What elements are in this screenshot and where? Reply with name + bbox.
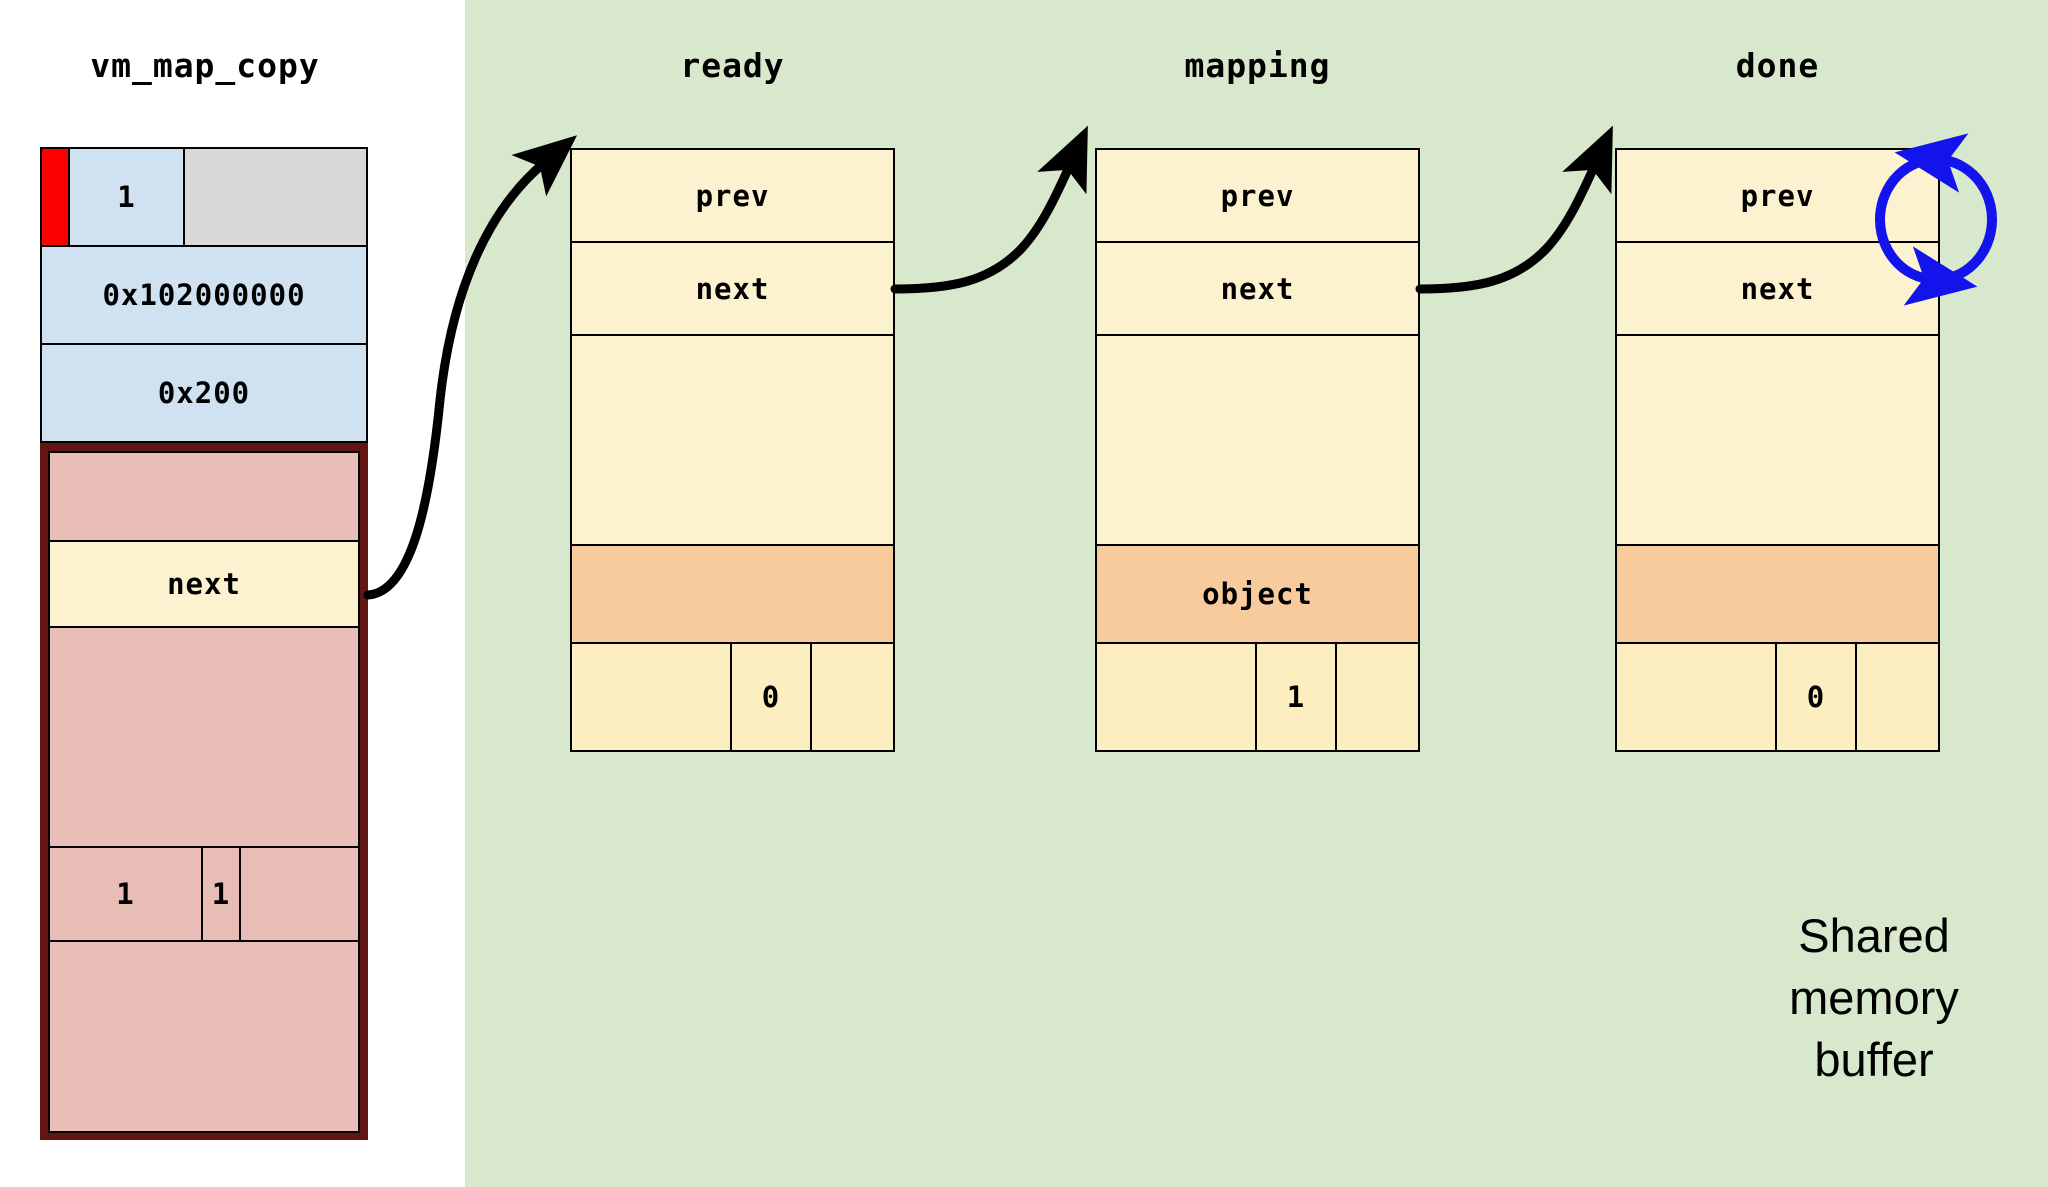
vm-map-copy-pad-mid — [48, 626, 360, 848]
done-body-field — [1615, 334, 1940, 546]
ready-node-title: ready — [680, 46, 785, 85]
vm-map-copy-counter-b: 1 — [201, 846, 241, 942]
vm-map-copy-type-marker — [40, 147, 70, 247]
vm-map-copy-pad-bottom — [48, 940, 360, 1133]
vm-map-copy-union-pad — [183, 147, 368, 247]
vm-map-copy-next-field: next — [48, 540, 360, 628]
done-next-field: next — [1615, 241, 1940, 336]
vm-map-copy-counter-pad — [239, 846, 360, 942]
mapping-object-field: object — [1095, 544, 1420, 644]
ready-flags-value: 0 — [730, 642, 812, 752]
done-object-field — [1615, 544, 1940, 644]
ready-flags-pad-right — [810, 642, 895, 752]
vm-map-copy-counter-a: 1 — [48, 846, 203, 942]
done-prev-field: prev — [1615, 148, 1940, 243]
ready-body-field — [570, 334, 895, 546]
done-flags-pad-right — [1855, 642, 1940, 752]
ready-prev-field: prev — [570, 148, 895, 243]
ready-object-field — [570, 544, 895, 644]
vm-map-copy-title: vm_map_copy — [90, 46, 320, 85]
mapping-flags-pad-right — [1335, 642, 1420, 752]
ready-flags-pad-left — [570, 642, 732, 752]
mapping-flags-pad-left — [1095, 642, 1257, 752]
vm-map-copy-size: 0x200 — [40, 343, 368, 443]
mapping-prev-field: prev — [1095, 148, 1420, 243]
mapping-node-title: mapping — [1184, 46, 1331, 85]
vm-map-copy-offset: 0x102000000 — [40, 245, 368, 345]
vm-map-copy-type-value: 1 — [68, 147, 185, 247]
done-node-title: done — [1735, 46, 1820, 85]
ready-next-field: next — [570, 241, 895, 336]
mapping-flags-value: 1 — [1255, 642, 1337, 752]
mapping-next-field: next — [1095, 241, 1420, 336]
vm-map-copy-pad-top — [48, 451, 360, 542]
mapping-body-field — [1095, 334, 1420, 546]
done-flags-value: 0 — [1775, 642, 1857, 752]
done-flags-pad-left — [1615, 642, 1777, 752]
